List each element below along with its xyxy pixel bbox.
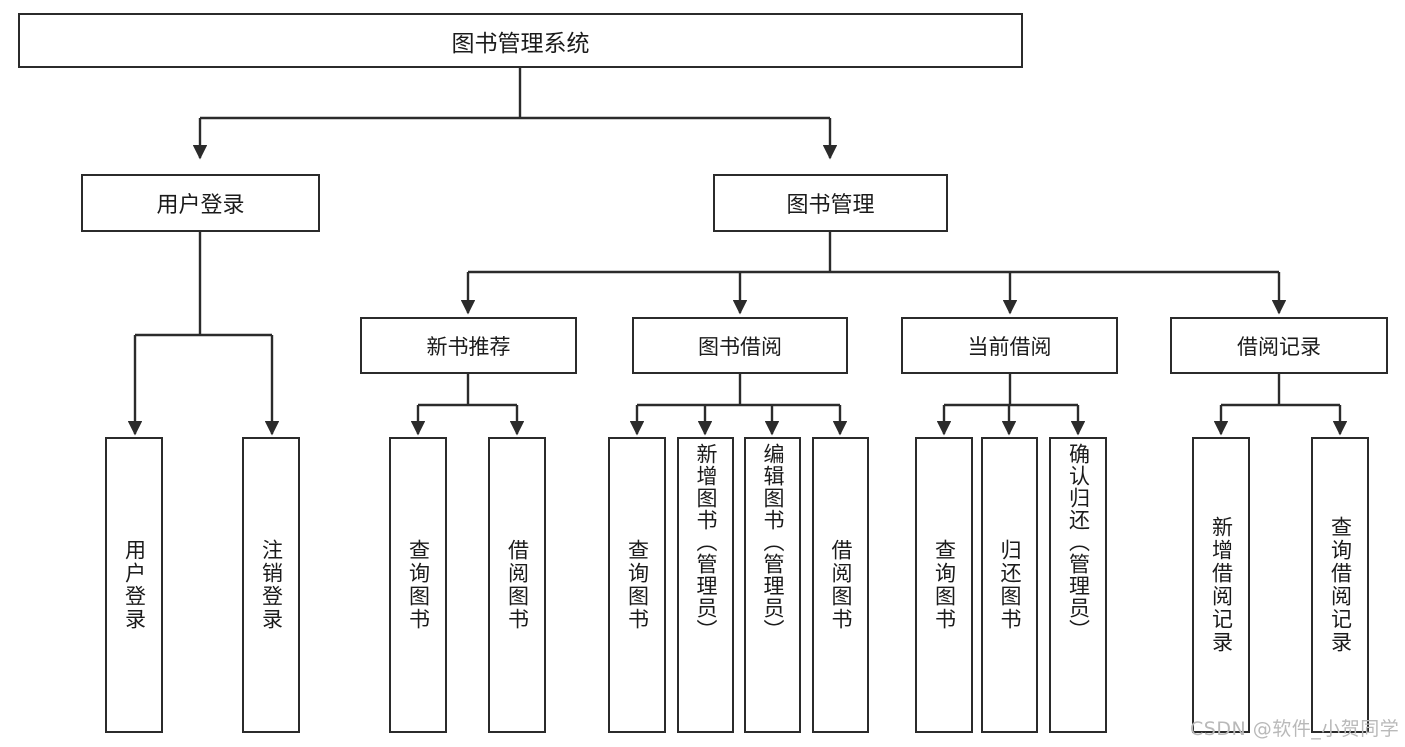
leaf-borrow-query-book[interactable]: 查询图书 [608,437,666,733]
node-new-book-recommend[interactable]: 新书推荐 [360,317,577,374]
leaf-label: 查询图书 [932,539,957,631]
node-current-borrow-label: 当前借阅 [967,334,1052,359]
node-user-login[interactable]: 用户登录 [81,174,320,232]
node-root[interactable]: 图书管理系统 [18,13,1023,68]
leaf-label: 新增借阅记录 [1209,516,1234,654]
leaf-label: 确认归还（管理员） [1066,443,1091,641]
node-book-borrow[interactable]: 图书借阅 [632,317,848,374]
leaf-current-confirm-return-admin[interactable]: 确认归还（管理员） [1049,437,1107,733]
node-book-management-label: 图书管理 [786,193,875,218]
leaf-label: 查询图书 [406,539,431,631]
leaf-label: 查询图书 [625,539,650,631]
leaf-borrow-edit-book-admin[interactable]: 编辑图书（管理员） [744,437,801,733]
leaf-records-query-record[interactable]: 查询借阅记录 [1311,437,1369,733]
leaf-label: 借阅图书 [829,539,853,631]
leaf-new-book-query[interactable]: 查询图书 [389,437,447,733]
node-book-borrow-label: 图书借阅 [698,334,782,359]
node-root-label: 图书管理系统 [451,30,590,57]
leaf-label: 归还图书 [998,539,1022,631]
node-user-login-label: 用户登录 [156,193,245,218]
leaf-label: 借阅图书 [505,539,530,631]
leaf-borrow-add-book-admin[interactable]: 新增图书（管理员） [677,437,734,733]
leaf-current-return-book[interactable]: 归还图书 [981,437,1038,733]
leaf-label: 用户登录 [122,539,147,631]
node-new-book-recommend-label: 新书推荐 [426,334,511,359]
leaf-label: 注销登录 [259,539,284,631]
leaf-user-login-login[interactable]: 用户登录 [105,437,163,733]
node-borrow-records-label: 借阅记录 [1237,334,1321,359]
leaf-label: 新增图书（管理员） [694,443,718,641]
leaf-user-login-logout[interactable]: 注销登录 [242,437,300,733]
leaf-new-book-borrow[interactable]: 借阅图书 [488,437,546,733]
leaf-label: 编辑图书（管理员） [761,443,785,641]
leaf-label: 查询借阅记录 [1328,516,1353,654]
node-current-borrow[interactable]: 当前借阅 [901,317,1118,374]
node-book-management[interactable]: 图书管理 [713,174,948,232]
leaf-records-add-record[interactable]: 新增借阅记录 [1192,437,1250,733]
leaf-borrow-borrow-book[interactable]: 借阅图书 [812,437,869,733]
leaf-current-query-book[interactable]: 查询图书 [915,437,973,733]
node-borrow-records[interactable]: 借阅记录 [1170,317,1388,374]
